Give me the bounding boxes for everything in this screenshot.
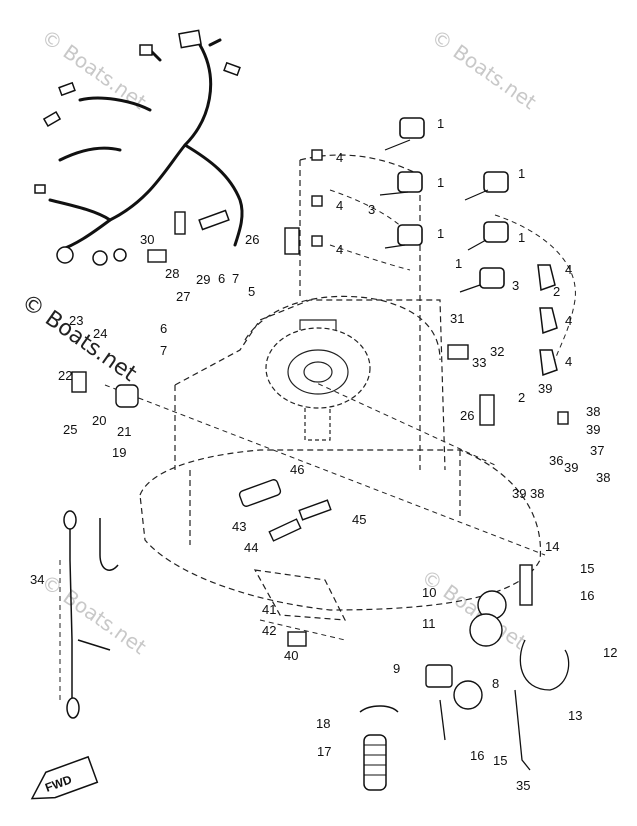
callout-21: 21 [117,424,131,439]
callout-labels: 1111112233444444566778910111213141515161… [30,116,617,793]
callout-11: 11 [422,616,436,631]
watermark-layer: © Boats.net © Boats.net © Boats.net © Bo… [17,24,541,659]
callout-4: 4 [565,354,572,369]
callout-6: 6 [218,271,225,286]
callout-4: 4 [565,313,572,328]
callout-35: 35 [516,778,530,793]
callout-39: 39 [538,381,552,396]
callout-4: 4 [336,150,343,165]
callout-39: 39 [586,422,600,437]
callout-23: 23 [69,313,83,328]
callout-1: 1 [455,256,462,271]
callout-13: 13 [568,708,582,723]
callout-15: 15 [580,561,594,576]
callout-2: 2 [553,284,560,299]
callout-8: 8 [492,676,499,691]
watermark: © Boats.net [427,24,541,114]
callout-1: 1 [437,116,444,131]
flywheel-assembly [265,319,371,441]
callout-43: 43 [232,519,246,534]
callout-40: 40 [284,648,298,663]
callout-18: 18 [316,716,330,731]
callout-19: 19 [112,445,126,460]
callout-3: 3 [368,202,375,217]
forward-direction-indicator: FWD [30,755,99,800]
callout-39: 39 [512,486,526,501]
callout-44: 44 [244,540,258,555]
callout-34: 34 [30,572,44,587]
callout-1: 1 [518,166,525,181]
callout-26: 26 [460,408,474,423]
callout-4: 4 [565,262,572,277]
harness-connectors [34,29,241,266]
callout-5: 5 [248,284,255,299]
callout-24: 24 [93,326,107,341]
callout-38: 38 [530,486,544,501]
callout-7: 7 [232,271,239,286]
small-parts [71,149,569,710]
callout-46: 46 [290,462,304,477]
callout-38: 38 [586,404,600,419]
callout-36: 36 [549,453,563,468]
callout-1: 1 [518,230,525,245]
callout-20: 20 [92,413,106,428]
callout-32: 32 [490,344,504,359]
callout-17: 17 [317,744,331,759]
callout-15: 15 [493,753,507,768]
callout-10: 10 [422,585,436,600]
callout-9: 9 [393,661,400,676]
callout-27: 27 [176,289,190,304]
callout-4: 4 [336,198,343,213]
callout-7: 7 [160,343,167,358]
callout-37: 37 [590,443,604,458]
callout-12: 12 [603,645,617,660]
callout-14: 14 [545,539,559,554]
callout-31: 31 [450,311,464,326]
callout-25: 25 [63,422,77,437]
battery-lead [63,510,119,719]
watermark: © Boats.net [37,24,151,114]
callout-28: 28 [165,266,179,281]
callout-38: 38 [596,470,610,485]
callout-2: 2 [518,390,525,405]
grommet-17 [359,705,399,791]
callout-1: 1 [437,175,444,190]
callout-6: 6 [160,321,167,336]
callout-45: 45 [352,512,366,527]
ignition-coils [379,117,509,293]
callout-4: 4 [336,242,343,257]
callout-30: 30 [140,232,154,247]
callout-41: 41 [262,602,276,617]
callout-1: 1 [437,226,444,241]
leader-lines [59,189,576,700]
callout-26: 26 [245,232,259,247]
callout-39: 39 [564,460,578,475]
wires-right [439,639,570,771]
callout-29: 29 [196,272,210,287]
spark-plug-caps [537,264,558,377]
callout-16: 16 [580,588,594,603]
callout-16: 16 [470,748,484,763]
callout-33: 33 [472,355,486,370]
callout-42: 42 [262,623,276,638]
callout-22: 22 [58,368,72,383]
callout-3: 3 [512,278,519,293]
